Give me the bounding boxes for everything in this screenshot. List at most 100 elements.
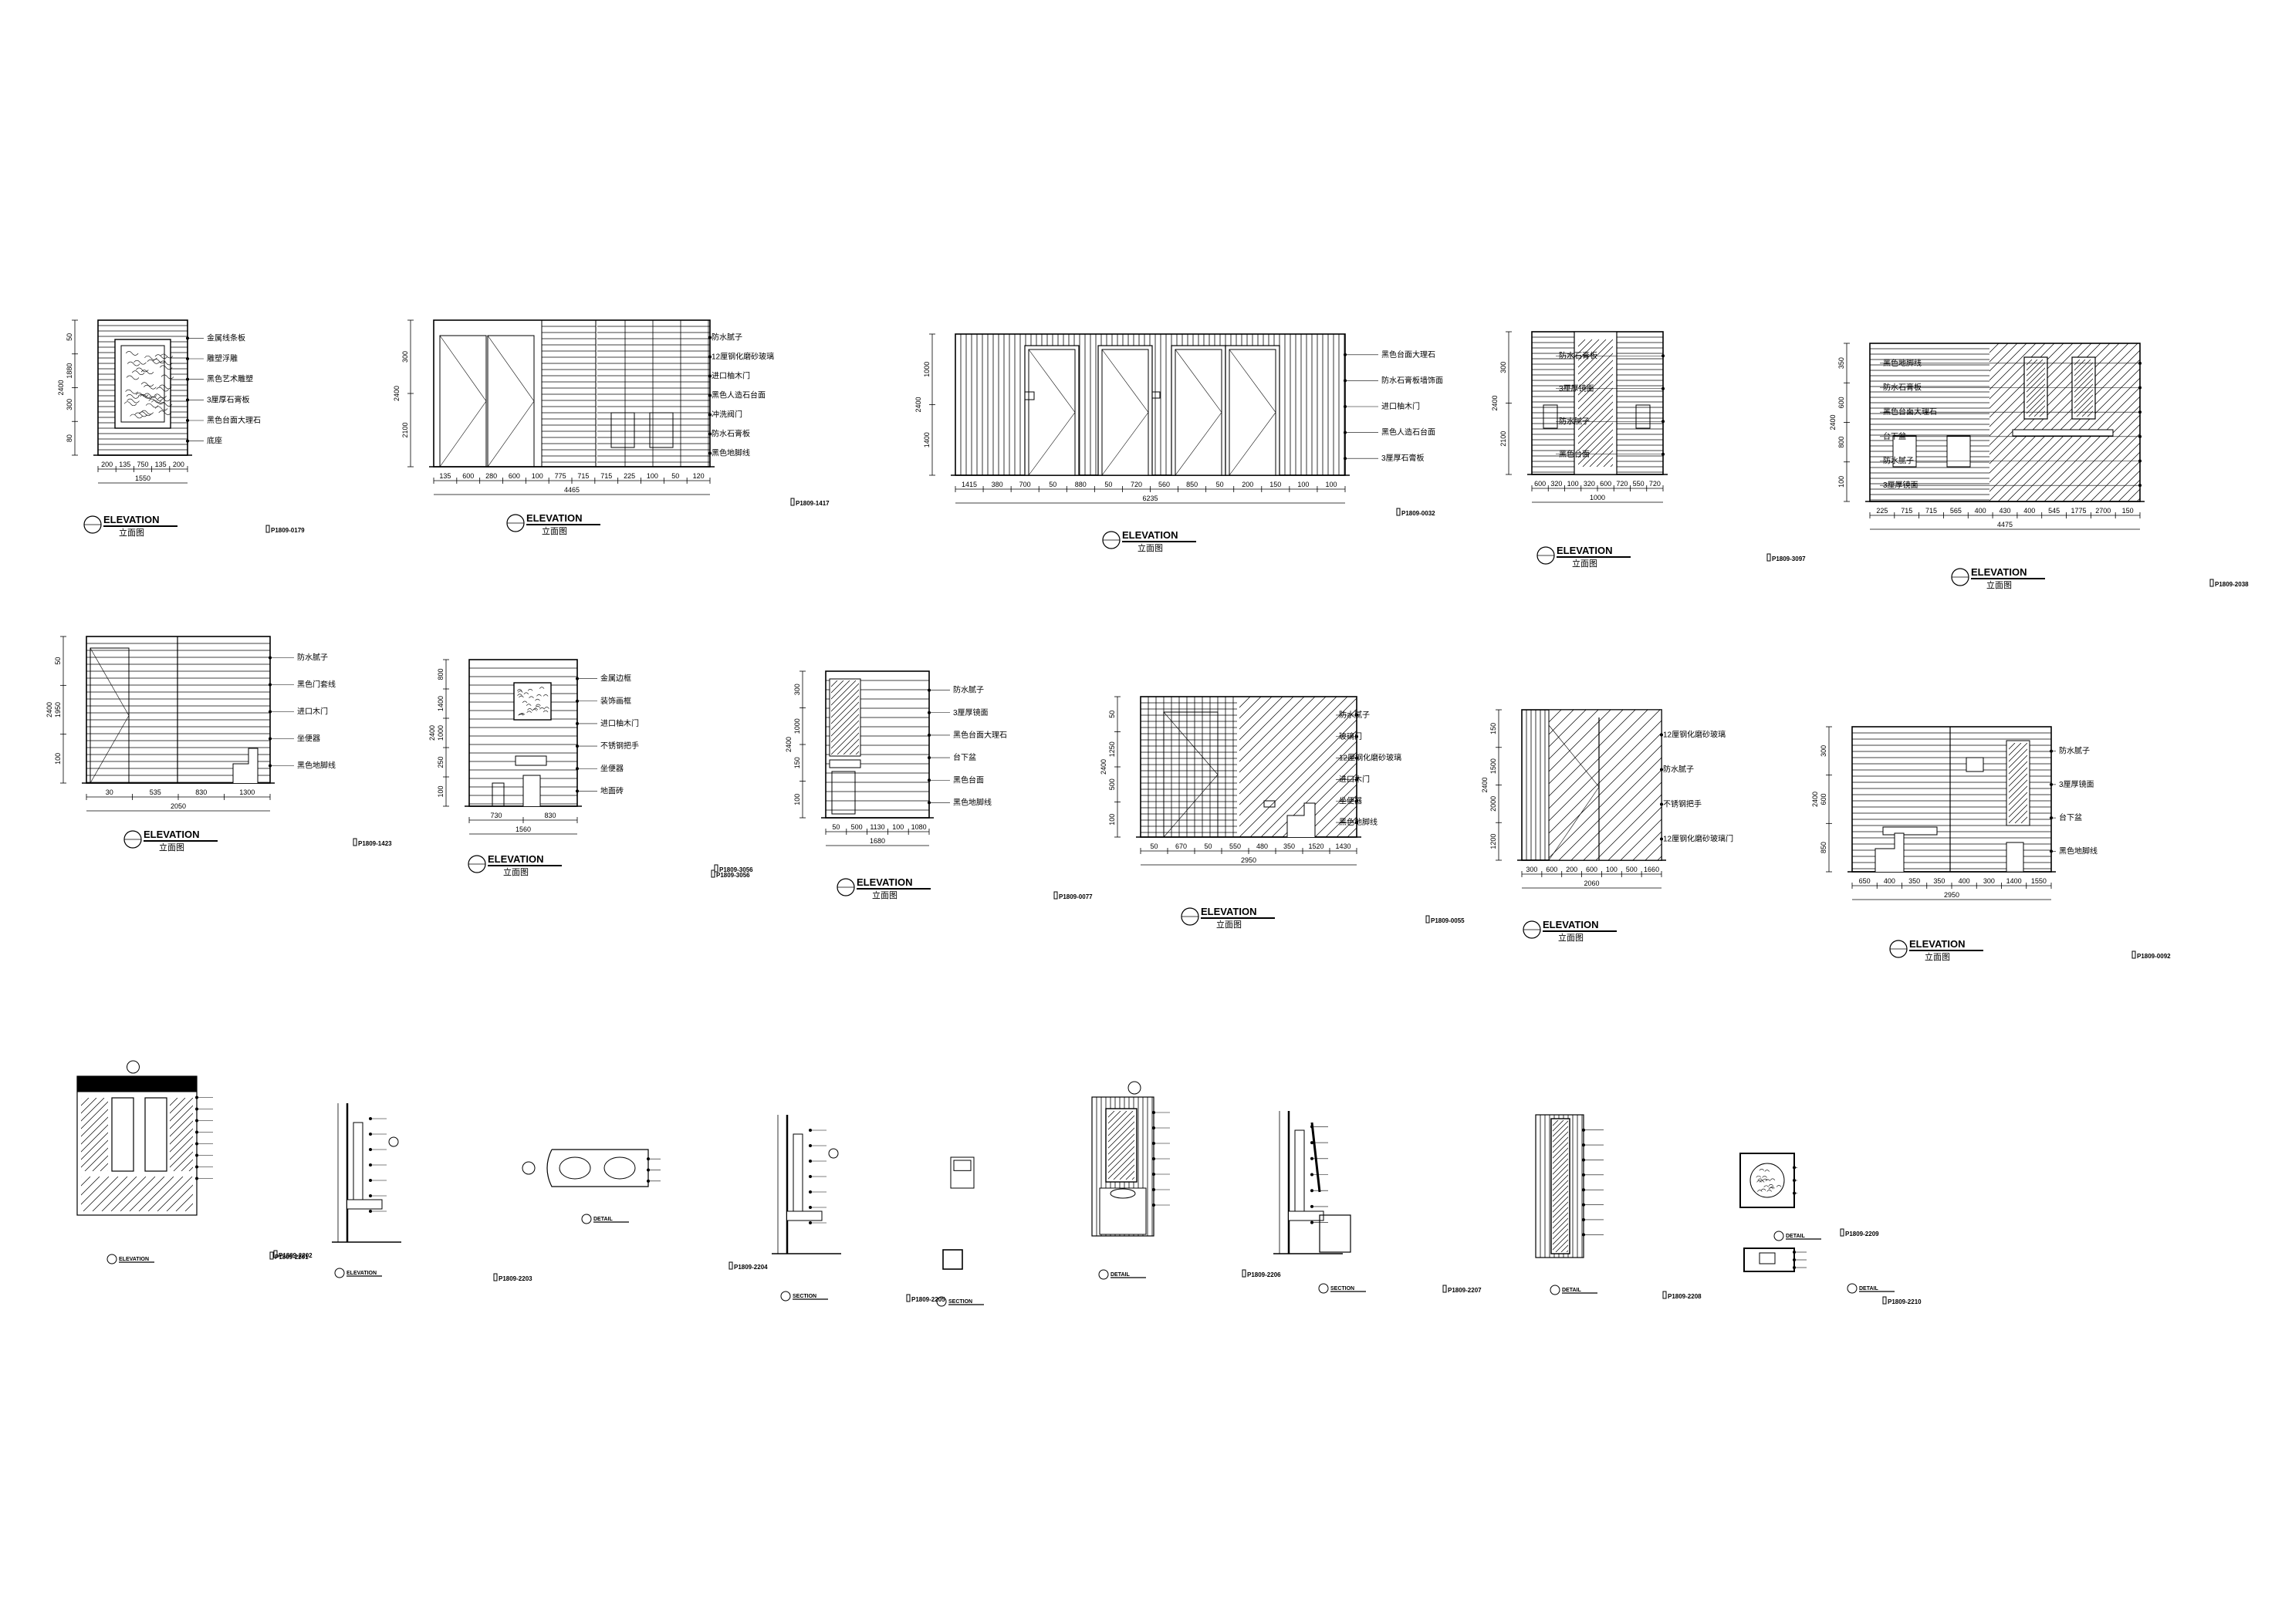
dim-label: 550 — [1229, 842, 1241, 850]
note-label: 黑色人造石台面 — [1381, 427, 1435, 437]
dim-label: 720 — [1649, 480, 1661, 488]
dim-total-label: 2400 — [785, 737, 793, 752]
dim-label: 1400 — [923, 432, 931, 447]
note-label: 防水腻子 — [1663, 765, 1694, 775]
note-label: 防水石膏板 — [1883, 383, 1922, 393]
dim-label: 2700 — [2095, 507, 2111, 515]
ref-tag: P1809-2209 — [1845, 1231, 1879, 1237]
dim-label: 1300 — [239, 788, 255, 796]
dim-label: 1000 — [437, 725, 445, 741]
view-title: DETAIL — [593, 1217, 613, 1222]
note-label: 玻璃门 — [1339, 731, 1362, 741]
view-title: DETAIL — [1786, 1234, 1805, 1239]
dim-label: 30 — [106, 788, 113, 796]
view-title: ELEVATION — [119, 1257, 149, 1262]
ref-tag: P1809-0032 — [1401, 510, 1435, 517]
dim-label: 850 — [1820, 842, 1827, 853]
dim-label: 80 — [66, 434, 73, 442]
view-title: ELEVATION — [488, 853, 543, 865]
dim-label: 400 — [2023, 507, 2035, 515]
dim-total-label: 2400 — [1100, 759, 1107, 775]
wall-basin — [516, 756, 546, 765]
dim-total-label: 2400 — [428, 725, 436, 741]
note-label: 黑色地脚线 — [712, 448, 750, 458]
dim-total-label: 2400 — [393, 386, 401, 401]
note-label: 冲洗阀门 — [712, 410, 742, 420]
note-label: 台下盆 — [953, 752, 976, 762]
ref-tag: P1809-2038 — [2215, 581, 2249, 588]
ref-tag: P1809-1417 — [796, 500, 830, 507]
dim-label: 100 — [532, 472, 543, 480]
view-title: ELEVATION — [857, 876, 912, 888]
dim-label: 1775 — [2071, 507, 2086, 515]
dim-label: 350 — [1283, 842, 1295, 850]
ref-tag: P1809-2208 — [1668, 1293, 1702, 1300]
urinal — [1947, 436, 1970, 467]
view-title: ELEVATION — [347, 1271, 377, 1276]
dim-label: 1660 — [1644, 866, 1659, 873]
dim-label: 50 — [1108, 711, 1116, 718]
dim-label: 50 — [1049, 481, 1056, 488]
dim-label: 550 — [1633, 480, 1645, 488]
dim-label: 100 — [793, 794, 801, 805]
note-label: 装饰画框 — [600, 696, 631, 706]
dim-total-label: 2950 — [1241, 856, 1256, 864]
view-title: DETAIL — [1111, 1272, 1130, 1278]
dim-label: 1400 — [437, 696, 445, 711]
dim-label: 600 — [1534, 480, 1546, 488]
dim-label: 480 — [1256, 842, 1268, 850]
ref-tag: P1809-0179 — [271, 527, 305, 534]
dim-label: 320 — [1550, 480, 1562, 488]
dim-label: 200 — [1566, 866, 1577, 873]
mirror — [1551, 1119, 1570, 1254]
note-label: 防水石膏板 — [712, 429, 750, 439]
note-label: 黑色台面 — [953, 775, 984, 785]
note-label: 12厘钢化磨砂玻璃 — [712, 352, 774, 362]
dim-total-label: 2950 — [1944, 891, 1959, 899]
dim-label: 350 — [1837, 357, 1845, 369]
note-label: 黑色艺术雕塑 — [207, 374, 253, 384]
note-label: 台下盆 — [1883, 431, 1906, 441]
dim-label: 600 — [1837, 397, 1845, 408]
dim-label: 2000 — [1489, 796, 1497, 812]
note-label: 黑色地脚线 — [297, 761, 336, 771]
counter-section — [787, 1211, 822, 1221]
paper-dispenser — [1966, 758, 1983, 771]
note-label: 雕塑浮雕 — [207, 353, 238, 363]
cabinet — [2006, 842, 2023, 872]
view-title: ELEVATION — [526, 512, 582, 524]
view-subtitle: 立面图 — [1925, 951, 1950, 962]
dim-label: 560 — [1158, 481, 1170, 488]
dim-label: 600 — [1600, 480, 1611, 488]
dim-label: 300 — [401, 351, 409, 363]
dim-label: 50 — [1104, 481, 1112, 488]
dim-label: 100 — [1325, 481, 1337, 488]
dim-label: 100 — [1108, 814, 1116, 826]
ref-tag: P1809-2206 — [1247, 1271, 1281, 1278]
view-title: DETAIL — [1859, 1286, 1878, 1291]
dim-label: 535 — [150, 788, 161, 796]
dim-label: 200 — [101, 461, 113, 468]
dim-label: 250 — [437, 756, 445, 768]
dim-label: 1000 — [923, 362, 931, 377]
note-label: 黑色地脚线 — [1339, 817, 1378, 827]
dim-label: 565 — [1950, 507, 1962, 515]
dim-label: 300 — [1526, 866, 1537, 873]
mirror — [145, 1098, 167, 1171]
dim-label: 1550 — [2031, 877, 2047, 885]
ref-tag: P1809-2204 — [734, 1264, 768, 1271]
dim-label: 50 — [66, 333, 73, 341]
dim-label: 400 — [1959, 877, 1970, 885]
door-frame — [1025, 346, 1079, 475]
dim-label: 400 — [1884, 877, 1895, 885]
view-subtitle: 立面图 — [1138, 542, 1163, 553]
door-frame — [1225, 346, 1280, 475]
note-label: 防水腻子 — [1883, 456, 1914, 466]
ref-tag: P1809-2210 — [1888, 1298, 1922, 1305]
note-label: 3厘厚镜面 — [2059, 779, 2094, 789]
dim-label: 880 — [1075, 481, 1087, 488]
dim-label: 100 — [1837, 476, 1845, 488]
